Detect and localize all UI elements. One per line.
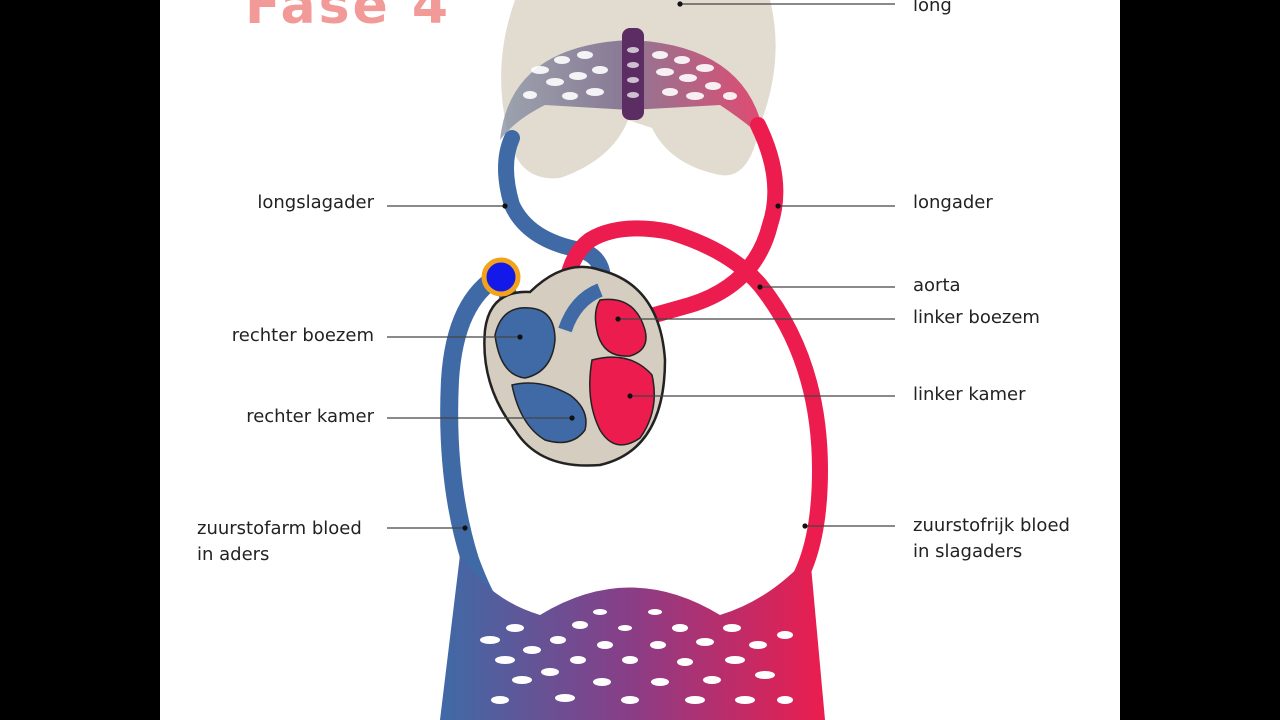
body-capillaries: [440, 555, 825, 720]
blood-position-marker: [481, 257, 521, 297]
phase-title: Fase 4: [245, 0, 452, 36]
label-longslagader: longslagader: [257, 192, 374, 213]
leader-lines: [387, 3, 895, 529]
label-zuurstofrijk: zuurstofrijk bloed in slagaders: [913, 513, 1070, 565]
trachea: [622, 28, 644, 120]
right-ventricle: [511, 382, 587, 444]
label-zuurstofrijk-line2: in slagaders: [913, 541, 1023, 562]
label-zuurstofrijk-line1: zuurstofrijk bloed: [913, 515, 1070, 536]
label-zuurstofarm-line1: zuurstofarm bloed: [197, 518, 362, 539]
aorta-vessel: [556, 220, 829, 608]
label-rechter-kamer: rechter kamer: [246, 406, 374, 427]
right-atrium: [494, 307, 556, 379]
label-linker-boezem: linker boezem: [913, 307, 1040, 328]
label-longader: longader: [913, 192, 993, 213]
pulmonary-artery: [498, 130, 611, 300]
lung-capillary-gaps: [523, 51, 737, 100]
heart: [483, 265, 667, 467]
label-zuurstofarm: zuurstofarm bloed in aders: [197, 516, 362, 568]
label-linker-kamer: linker kamer: [913, 384, 1026, 405]
leader-dots: [462, 1, 808, 531]
left-atrium: [594, 298, 647, 357]
diagram-canvas: Fase 4: [160, 0, 1120, 720]
lung: [500, 0, 776, 179]
left-ventricle: [589, 356, 655, 446]
label-zuurstofarm-line2: in aders: [197, 544, 270, 565]
label-long: long: [913, 0, 952, 16]
label-aorta: aorta: [913, 275, 961, 296]
label-rechter-boezem: rechter boezem: [231, 325, 374, 346]
circulation-diagram: [387, 0, 895, 720]
